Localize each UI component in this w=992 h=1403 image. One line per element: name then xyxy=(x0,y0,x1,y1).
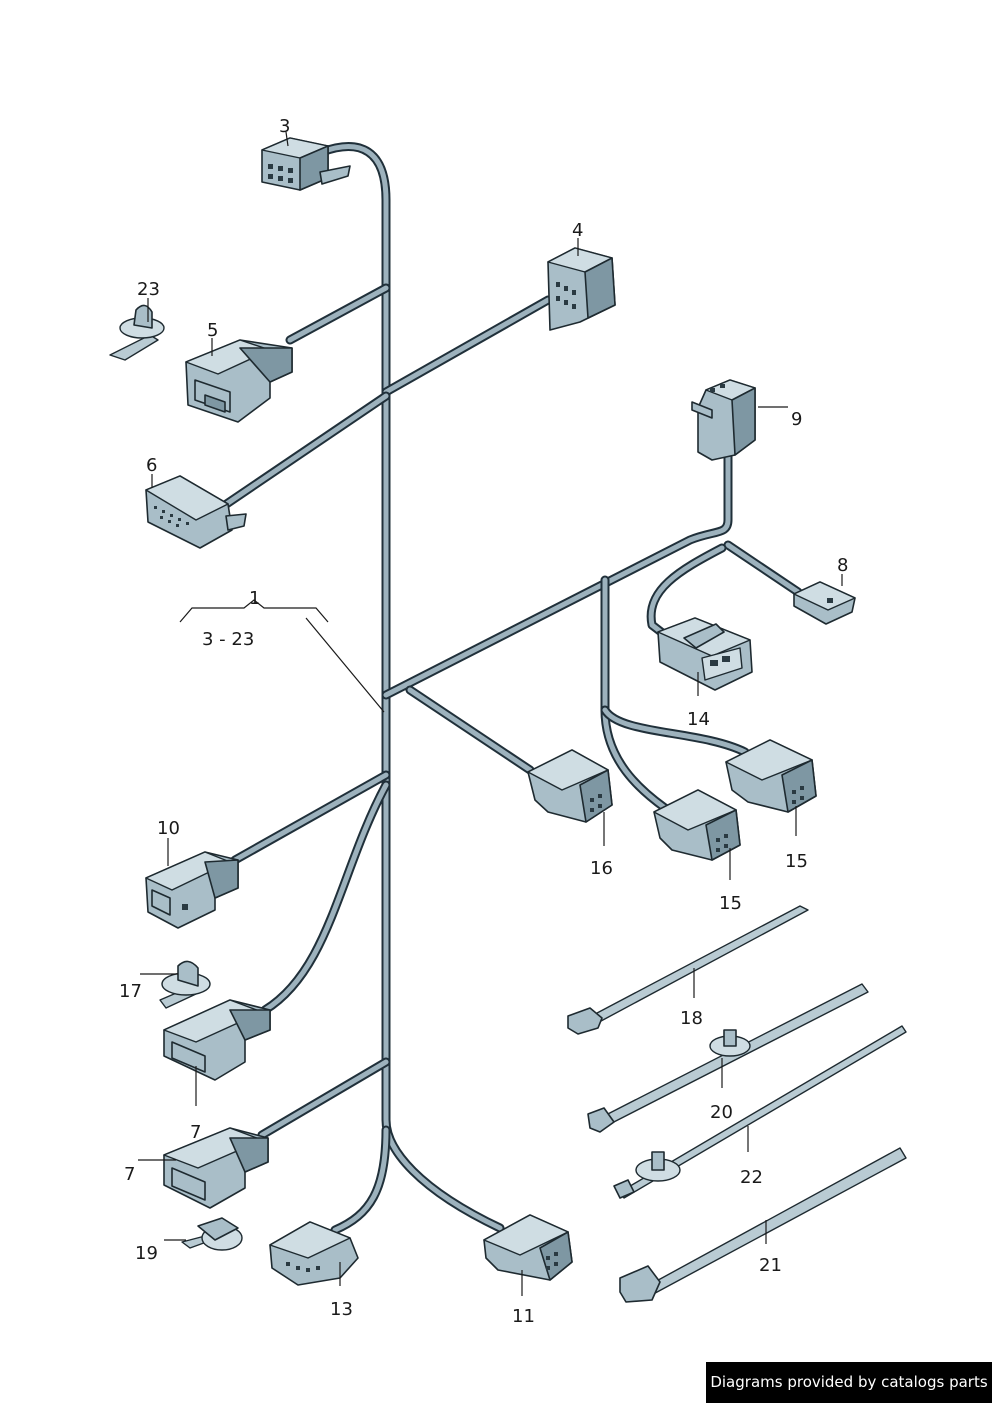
credit-banner: Diagrams provided by catalogs parts xyxy=(706,1362,992,1403)
connector-4 xyxy=(547,247,616,331)
label-18: 18 xyxy=(680,1008,703,1029)
label-7-lower: 7 xyxy=(124,1164,135,1185)
connector-16 xyxy=(527,749,613,823)
label-8: 8 xyxy=(837,555,848,576)
label-13: 13 xyxy=(330,1299,353,1320)
label-22: 22 xyxy=(740,1167,763,1188)
label-16: 16 xyxy=(590,858,613,879)
label-11: 11 xyxy=(512,1306,535,1327)
cable-tie-21 xyxy=(619,1147,907,1303)
label-3: 3 xyxy=(279,116,290,137)
clip-17 xyxy=(159,960,211,1009)
connector-7-lower xyxy=(163,1127,269,1209)
connector-6 xyxy=(145,475,247,549)
connector-10 xyxy=(145,851,239,929)
connector-7-upper xyxy=(163,999,271,1081)
connector-5 xyxy=(185,339,293,423)
clip-23 xyxy=(109,304,165,361)
label-9: 9 xyxy=(791,409,802,430)
connector-15-upper xyxy=(725,739,817,813)
label-20: 20 xyxy=(710,1102,733,1123)
connector-11 xyxy=(483,1214,573,1281)
label-23: 23 xyxy=(137,279,160,300)
harness-wires xyxy=(220,142,803,1235)
cable-tie-20 xyxy=(587,983,869,1133)
label-1-range: 3 - 23 xyxy=(202,629,254,650)
cable-tie-18 xyxy=(567,905,809,1035)
label-14: 14 xyxy=(687,709,710,730)
cable-tie-22 xyxy=(613,1025,907,1199)
label-5: 5 xyxy=(207,320,218,341)
connector-3 xyxy=(261,137,351,191)
label-17: 17 xyxy=(119,981,142,1002)
label-4: 4 xyxy=(572,220,583,241)
label-1: 1 xyxy=(249,588,260,609)
connector-9 xyxy=(691,379,756,461)
label-7-upper: 7 xyxy=(190,1122,201,1143)
part-labels: 1 3 - 23 3 4 5 6 7 7 8 9 10 11 13 14 15 … xyxy=(119,116,848,1327)
label-21: 21 xyxy=(759,1255,782,1276)
label-15-upper: 15 xyxy=(785,851,808,872)
connector-14 xyxy=(657,617,753,691)
connector-13 xyxy=(269,1221,359,1286)
connector-15-lower xyxy=(653,789,741,861)
label-6: 6 xyxy=(146,455,157,476)
clip-19 xyxy=(181,1217,243,1251)
leader-lines xyxy=(138,131,843,1296)
connector-8 xyxy=(793,581,856,625)
label-15-lower: 15 xyxy=(719,893,742,914)
label-10: 10 xyxy=(157,818,180,839)
label-19: 19 xyxy=(135,1243,158,1264)
